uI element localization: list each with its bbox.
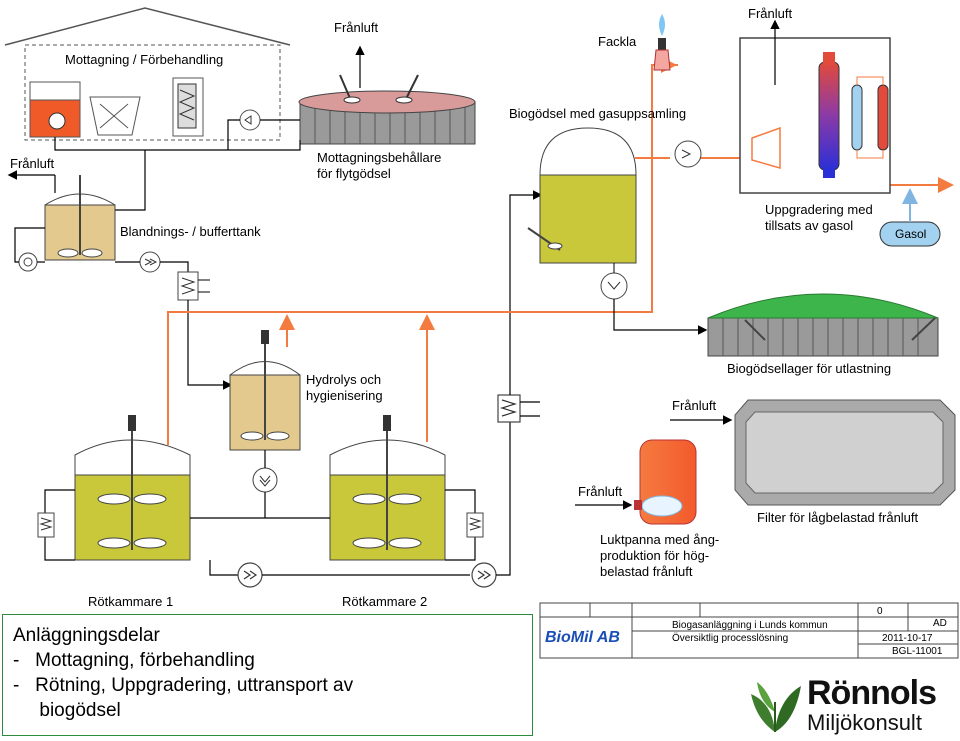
exhaust-label-3: Frånluft xyxy=(748,6,792,21)
hydrolysis-label-1: Hydrolys och xyxy=(306,372,381,387)
reception-piping xyxy=(54,119,301,211)
exhaust-label-4: Frånluft xyxy=(672,398,716,413)
title-block-project: Biogasanläggning i Lunds kommun xyxy=(672,620,828,631)
flare-label: Fackla xyxy=(598,34,637,49)
reception-title: Mottagning / Förbehandling xyxy=(65,52,223,67)
digester-2: Rötkammare 2 xyxy=(329,415,484,609)
reception-building: Mottagning / Förbehandling xyxy=(4,7,291,141)
exhaust-label-2: Frånluft xyxy=(10,156,54,171)
storage-label: Biogödsellager för utlastning xyxy=(727,361,891,376)
boiler-label-1: Luktpanna med ång- xyxy=(600,532,719,547)
legend-item: biogödsel xyxy=(13,700,121,721)
mixing-buffer-tank: Frånluft Blandnings- / bufferttank xyxy=(7,156,261,301)
title-block-drawn-by: AD xyxy=(933,618,947,629)
company-logo: Rönnols Miljökonsult xyxy=(745,672,955,736)
legend-box: Anläggningsdelar - Mottagning, förbehand… xyxy=(2,614,533,736)
pipe-to-hydrolysis xyxy=(187,300,233,390)
upgrading-label-1: Uppgradering med xyxy=(765,202,873,217)
digester-piping xyxy=(190,190,543,588)
mixing-tank-label: Blandnings- / bufferttank xyxy=(120,224,261,239)
logo-name: Rönnols xyxy=(807,674,937,712)
slurry-tank-label-1: Mottagningsbehållare xyxy=(317,150,441,165)
legend-title: Anläggningsdelar xyxy=(13,625,160,646)
logo-sub: Miljökonsult xyxy=(807,710,922,735)
exhaust-filter: Frånluft Filter för lågbelastad frånluft xyxy=(670,398,956,525)
title-block-rev: 0 xyxy=(877,606,883,617)
digester-2-label: Rötkammare 2 xyxy=(342,594,427,609)
legend-item: - Rötning, Uppgradering, uttransport av xyxy=(13,675,354,696)
digestate-gas-tank: Biogödsel med gasuppsamling xyxy=(509,106,708,335)
odour-boiler: Frånluft Luktpanna med ång- produktion f… xyxy=(575,439,719,579)
title-block-drawing-no: BGL-11001 xyxy=(892,646,943,657)
title-block-drawing-title: Översiktlig processlösning xyxy=(672,632,788,644)
title-block-date: 2011-10-17 xyxy=(882,633,933,644)
upgrading-label-2: tillsats av gasol xyxy=(765,218,853,233)
digestate-storage: Biogödsellager för utlastning xyxy=(707,293,939,376)
title-block: BioMil AB Biogasanläggning i Lunds kommu… xyxy=(539,602,959,659)
title-block-company: BioMil AB xyxy=(545,629,620,646)
upgrading-unit: Frånluft Uppgradering med tillsats av ga… xyxy=(739,6,941,247)
boiler-label-2: produktion för hög- xyxy=(600,548,709,563)
digester-1-label: Rötkammare 1 xyxy=(88,594,173,609)
hydrolysis-tank: Hydrolys och hygienisering xyxy=(229,330,383,518)
boiler-label-3: belastad frånluft xyxy=(600,564,693,579)
gasol-label: Gasol xyxy=(895,227,926,241)
slurry-tank-label-2: för flytgödsel xyxy=(317,166,391,181)
digestate-gas-label: Biogödsel med gasuppsamling xyxy=(509,106,686,121)
flare: Fackla xyxy=(598,14,671,71)
filter-label: Filter för lågbelastad frånluft xyxy=(757,510,919,525)
exhaust-label-5: Frånluft xyxy=(578,484,622,499)
leaf-icon xyxy=(751,682,801,732)
digester-1: Rötkammare 1 xyxy=(37,415,191,609)
legend-item: - Mottagning, förbehandling xyxy=(13,650,255,671)
slurry-receiving-tank: Frånluft Mottagningsbehållare för flytgö… xyxy=(298,20,476,181)
exhaust-label-1: Frånluft xyxy=(334,20,378,35)
hydrolysis-label-2: hygienisering xyxy=(306,388,383,403)
